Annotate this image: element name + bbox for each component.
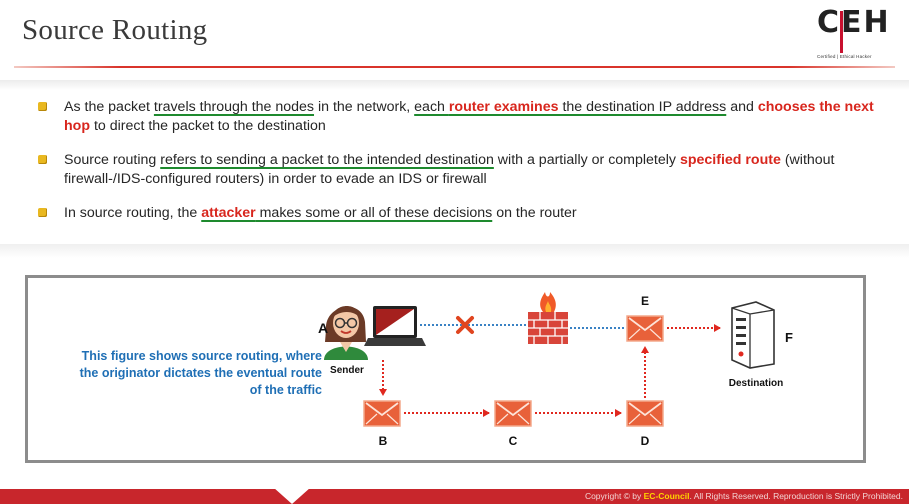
logo-subtitle: Certified | Ethical Hacker xyxy=(817,54,872,59)
logo-text: CEH xyxy=(817,5,891,40)
router-envelope-icon xyxy=(626,315,664,342)
router-envelope-icon xyxy=(363,400,401,427)
laptop-icon xyxy=(364,306,426,346)
copyright-text: Copyright © by EC-Council. All Rights Re… xyxy=(585,491,903,501)
shadow-band xyxy=(0,244,909,258)
firewall-icon xyxy=(528,292,568,344)
bullet-text-part: In source routing, the xyxy=(64,205,202,221)
underlined-text: refers to sending a packet to the intend… xyxy=(160,152,494,168)
bullet-item: As the packet travels through the nodes … xyxy=(38,98,898,136)
bullet-text-part: with a partially or completely xyxy=(493,152,680,168)
highlight-text: router examines xyxy=(448,99,559,115)
footer-bar: Copyright © by EC-Council. All Rights Re… xyxy=(0,479,909,504)
bullet-text-part: and xyxy=(726,99,758,115)
bullet-item: Source routing refers to sending a packe… xyxy=(38,151,898,189)
logo-bar xyxy=(840,11,843,53)
node-b-label: B xyxy=(379,434,388,448)
router-envelope-icon xyxy=(494,400,532,427)
bullet-text-part: on the router xyxy=(492,205,577,221)
blocked-x-icon xyxy=(456,316,474,334)
node-f-label: F xyxy=(785,330,793,345)
ec-council-brand: EC-Council xyxy=(643,491,690,501)
highlight-text: specified route xyxy=(679,152,781,168)
source-routing-figure: This figure shows source routing, where … xyxy=(25,275,866,463)
shadow-band xyxy=(0,80,909,90)
sender-label: Sender xyxy=(330,365,364,376)
bullet-text: As the packet travels through the nodes … xyxy=(64,99,874,134)
underlined-text: the destination IP address xyxy=(558,99,727,115)
node-a-label: A xyxy=(318,320,328,336)
bullet-square-icon xyxy=(38,208,47,217)
title-rule xyxy=(14,66,895,68)
bullet-list: As the packet travels through the nodes … xyxy=(38,98,898,238)
node-c-label: C xyxy=(509,434,518,448)
destination-label: Destination xyxy=(729,378,783,389)
highlight-text: attacker xyxy=(201,205,256,221)
server-icon xyxy=(731,301,775,369)
bullet-square-icon xyxy=(38,102,47,111)
attacker-avatar-icon xyxy=(324,306,368,360)
node-e-label: E xyxy=(641,294,649,308)
router-envelope-icon xyxy=(626,400,664,427)
bullet-text-part: Source routing xyxy=(64,152,161,168)
footer-notch xyxy=(264,479,320,504)
page-title: Source Routing xyxy=(22,14,208,46)
copyright-prefix: Copyright © by xyxy=(584,491,644,501)
bullet-text: In source routing, the attacker makes so… xyxy=(64,205,577,221)
highlight-text: chooses the next hop xyxy=(64,99,874,134)
bullet-text-part: (without firewall-/IDS-configured router… xyxy=(64,152,835,187)
node-d-label: D xyxy=(641,434,650,448)
figure-caption: This figure shows source routing, where … xyxy=(79,349,322,397)
bullet-item: In source routing, the attacker makes so… xyxy=(38,204,898,223)
ceh-logo: CEH Certified | Ethical Hacker xyxy=(817,5,893,61)
bullet-square-icon xyxy=(38,155,47,164)
bullet-text-part: in the network, xyxy=(314,99,415,115)
underlined-text: travels through the nodes xyxy=(153,99,315,115)
underlined-text: each xyxy=(414,99,449,115)
bullet-text-part: to direct the packet to the destination xyxy=(90,118,326,134)
routing-diagram: A Sender xyxy=(318,292,793,448)
bullet-text: Source routing refers to sending a packe… xyxy=(64,152,835,187)
underlined-text: makes some or all of these decisions xyxy=(255,205,493,221)
copyright-suffix: . All Rights Reserved. Reproduction is S… xyxy=(689,491,903,501)
bullet-text-part: As the packet xyxy=(64,99,154,115)
